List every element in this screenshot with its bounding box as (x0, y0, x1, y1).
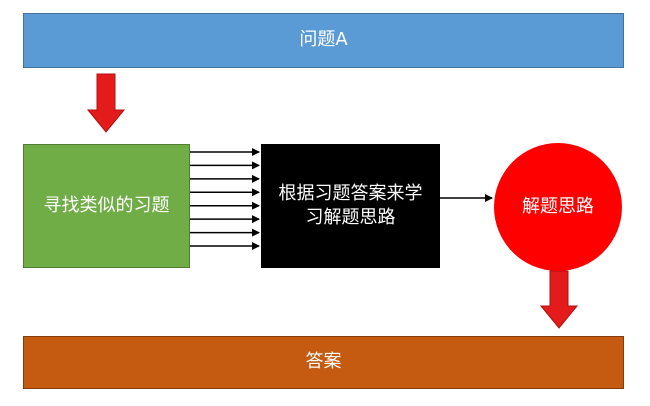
arrows-find-to-learn (190, 148, 260, 250)
problem-label: 问题A (299, 29, 348, 51)
answer-box: 答案 (23, 336, 624, 389)
answer-label: 答案 (305, 351, 342, 373)
learn-from-answers-label: 根据习题答案来学习解题思路 (278, 182, 423, 228)
problem-box: 问题A (23, 13, 624, 68)
find-similar-label: 寻找类似的习题 (43, 194, 170, 216)
solution-idea-circle: 解题思路 (494, 143, 622, 271)
arrow-problem-to-find (86, 73, 126, 133)
find-similar-box: 寻找类似的习题 (23, 144, 190, 268)
solution-idea-label: 解题思路 (522, 195, 594, 217)
learn-from-answers-box: 根据习题答案来学习解题思路 (261, 144, 440, 268)
arrow-idea-to-answer (539, 270, 579, 329)
